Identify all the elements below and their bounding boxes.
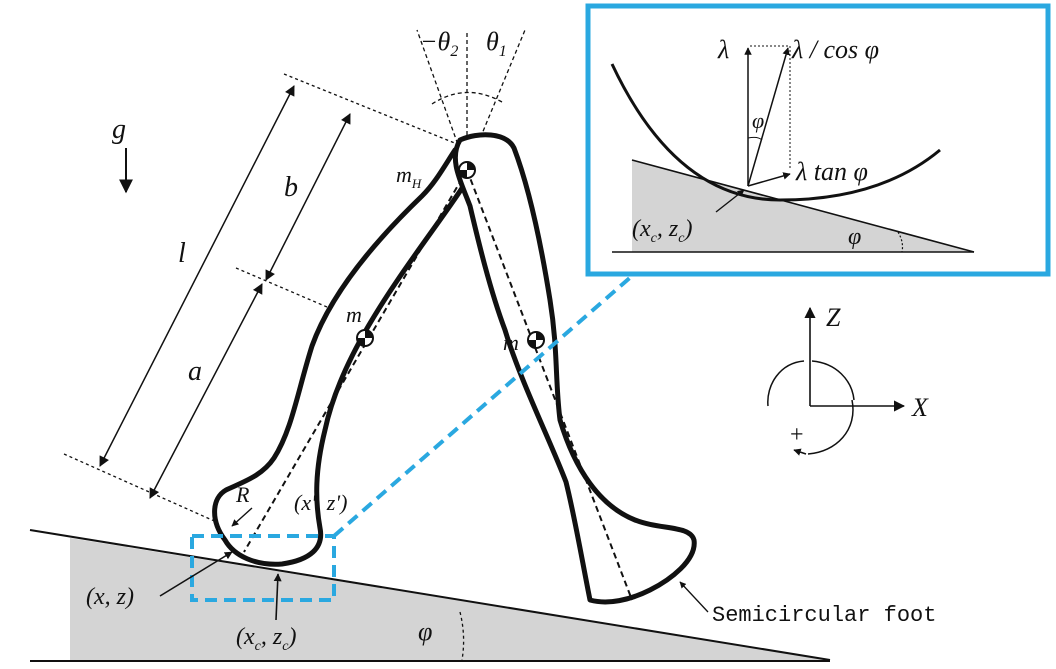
dimension-a-arrow xyxy=(149,283,263,499)
hip-mass-label: mH xyxy=(396,162,422,191)
point-xz-label: (x, z) xyxy=(86,584,134,610)
inset-contact-arrow xyxy=(715,189,745,213)
hip-mass-symbol xyxy=(458,161,476,179)
lambda-tan-label: λ tan φ xyxy=(795,157,868,186)
front-leg-mass-symbol xyxy=(527,331,545,349)
inset-phi-arc xyxy=(747,136,763,141)
foot-caption: Semicircular foot xyxy=(712,603,936,628)
inset-phi-label: φ xyxy=(752,108,764,133)
point-xprime-label: (x', z') xyxy=(294,490,347,515)
dimension-b-label: b xyxy=(284,172,298,203)
lambda-cos-label: λ / cos φ xyxy=(791,35,879,64)
dimension-a-label: a xyxy=(188,356,202,387)
slope-angle-label: φ xyxy=(418,617,432,646)
inset-slope-line xyxy=(631,159,975,253)
rotation-arc-visible xyxy=(767,360,854,455)
force-guides xyxy=(750,45,791,170)
contact-point-arrow xyxy=(273,573,282,621)
lambda-cos-arrow xyxy=(747,47,790,187)
lambda-tan-arrow xyxy=(747,172,791,187)
foot-caption-arrow xyxy=(679,581,709,613)
rear-leg-axis xyxy=(243,169,468,553)
ground-slope-line xyxy=(29,529,831,661)
point-xz-arrow xyxy=(159,551,233,597)
dimension-l-arrow xyxy=(99,85,295,467)
foot-radius-arrow xyxy=(231,507,253,527)
dimension-b-arrow xyxy=(265,113,351,281)
inset-slope-angle-label: φ xyxy=(848,224,861,250)
rear-leg-outline xyxy=(212,144,479,567)
inset-slope-angle-arc xyxy=(897,231,904,253)
angle-theta2-label: −θ2 xyxy=(420,27,458,60)
rotation-arc-upper xyxy=(811,360,855,401)
axis-z-label: Z xyxy=(826,303,841,332)
angle-theta1-label: θ1 xyxy=(486,27,507,60)
rear-leg-mass-symbol xyxy=(356,329,374,347)
inset-foot-arc xyxy=(610,63,941,202)
rear-leg-mass-label: m xyxy=(346,302,362,327)
front-leg-outline xyxy=(452,132,697,605)
axis-x-label: X xyxy=(911,393,929,422)
dimension-l-label: l xyxy=(178,238,186,269)
rotation-sign: + xyxy=(790,422,804,448)
front-leg-mass-label: m xyxy=(503,330,519,355)
gravity-label: g xyxy=(112,114,126,145)
contact-point-label: (xc, zc) xyxy=(236,624,296,654)
foot-radius-label: R xyxy=(235,482,250,507)
rotation-arrowhead xyxy=(793,448,807,456)
lambda-label: λ xyxy=(717,35,729,64)
inset-contact-label: (xc, zc) xyxy=(632,216,692,246)
slope-angle-arc xyxy=(459,611,465,661)
zoom-connector-upper xyxy=(332,274,634,538)
foot-highlight-box xyxy=(190,534,336,602)
front-leg-axis xyxy=(466,169,633,601)
